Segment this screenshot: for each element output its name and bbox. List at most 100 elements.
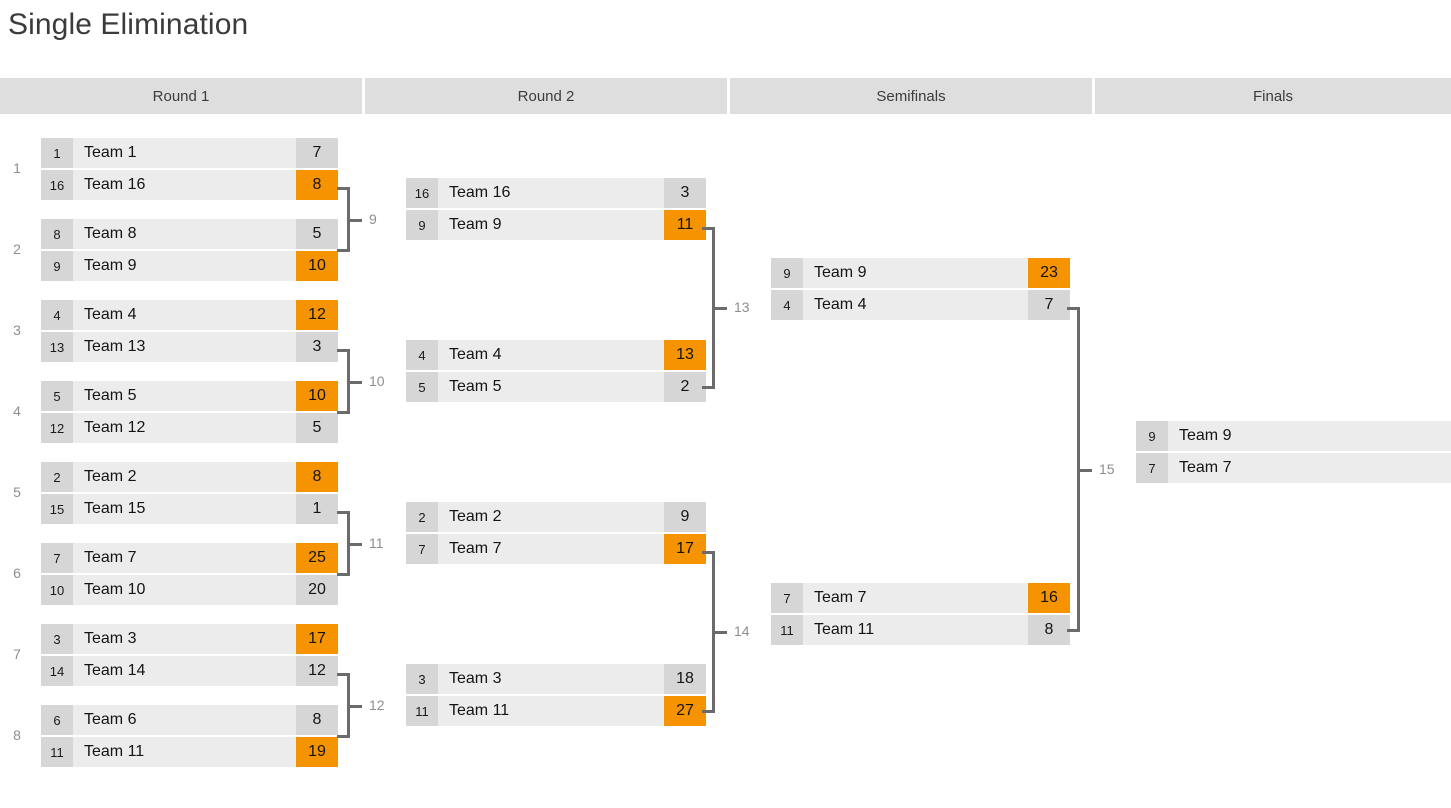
team-name[interactable]: Team 2: [73, 462, 296, 492]
team-name[interactable]: Team 15: [73, 494, 296, 524]
score-winner[interactable]: 17: [296, 624, 338, 654]
team-name[interactable]: Team 12: [73, 413, 296, 443]
score-winner[interactable]: 8: [296, 462, 338, 492]
team-name[interactable]: Team 1: [73, 138, 296, 168]
team-name[interactable]: Team 9: [1168, 421, 1451, 451]
score-winner[interactable]: 10: [296, 381, 338, 411]
score[interactable]: 18: [664, 664, 706, 694]
team-name[interactable]: Team 16: [438, 178, 664, 208]
team-name[interactable]: Team 11: [73, 737, 296, 767]
score[interactable]: 3: [296, 332, 338, 362]
score[interactable]: 20: [296, 575, 338, 605]
team-name[interactable]: Team 11: [438, 696, 664, 726]
round-header-3[interactable]: Semifinals: [730, 78, 1095, 114]
score[interactable]: 7: [296, 138, 338, 168]
score-winner[interactable]: 17: [664, 534, 706, 564]
score-winner[interactable]: 12: [296, 300, 338, 330]
team-name[interactable]: Team 9: [803, 258, 1028, 288]
team-name[interactable]: Team 3: [73, 624, 296, 654]
score[interactable]: 8: [296, 705, 338, 735]
team-name[interactable]: Team 8: [73, 219, 296, 249]
score-winner[interactable]: 10: [296, 251, 338, 281]
team-name[interactable]: Team 4: [73, 300, 296, 330]
score[interactable]: 5: [296, 413, 338, 443]
score-winner[interactable]: 19: [296, 737, 338, 767]
team-name[interactable]: Team 13: [73, 332, 296, 362]
team-name[interactable]: Team 9: [438, 210, 664, 240]
score[interactable]: 3: [664, 178, 706, 208]
score-winner[interactable]: 23: [1028, 258, 1070, 288]
score[interactable]: 5: [296, 219, 338, 249]
team-name[interactable]: Team 7: [803, 583, 1028, 613]
team-name[interactable]: Team 11: [803, 615, 1028, 645]
team-name[interactable]: Team 2: [438, 502, 664, 532]
team-name[interactable]: Team 4: [438, 340, 664, 370]
score-winner[interactable]: 25: [296, 543, 338, 573]
team-name[interactable]: Team 6: [73, 705, 296, 735]
score[interactable]: 2: [664, 372, 706, 402]
team-name[interactable]: Team 3: [438, 664, 664, 694]
round-header-1[interactable]: Round 1: [0, 78, 365, 114]
score[interactable]: 1: [296, 494, 338, 524]
score[interactable]: 7: [1028, 290, 1070, 320]
team-name[interactable]: Team 7: [438, 534, 664, 564]
score-winner[interactable]: 16: [1028, 583, 1070, 613]
round-header-4[interactable]: Finals: [1095, 78, 1451, 114]
team-name[interactable]: Team 9: [73, 251, 296, 281]
score[interactable]: 8: [1028, 615, 1070, 645]
team-name[interactable]: Team 7: [73, 543, 296, 573]
team-name[interactable]: Team 5: [73, 381, 296, 411]
score-winner[interactable]: 13: [664, 340, 706, 370]
score-winner[interactable]: 8: [296, 170, 338, 200]
team-name[interactable]: Team 7: [1168, 453, 1451, 483]
team-name[interactable]: Team 10: [73, 575, 296, 605]
score-winner[interactable]: 11: [664, 210, 706, 240]
score-winner[interactable]: 27: [664, 696, 706, 726]
score[interactable]: 12: [296, 656, 338, 686]
team-name[interactable]: Team 14: [73, 656, 296, 686]
team-name[interactable]: Team 16: [73, 170, 296, 200]
